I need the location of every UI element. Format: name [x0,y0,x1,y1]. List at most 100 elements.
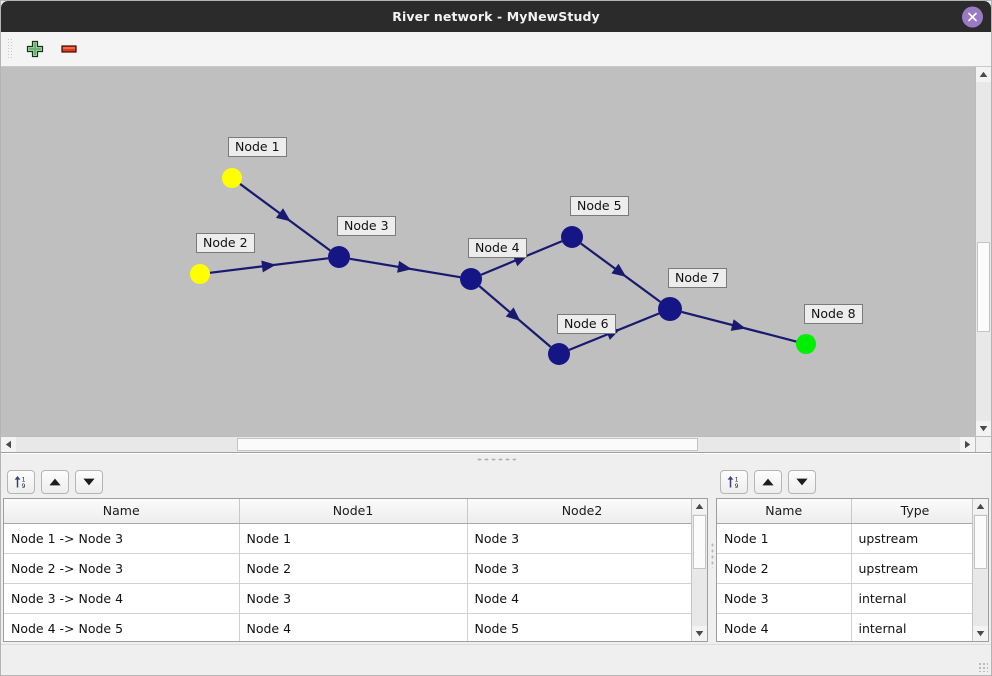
graph-node[interactable] [328,246,350,268]
scroll-up-button[interactable] [976,67,991,82]
node-label[interactable]: Node 3 [337,216,396,236]
table-cell[interactable]: internal [851,583,980,614]
nodes-sort-button[interactable]: 1 9 [720,469,748,494]
nodes-table-scrollbar[interactable] [972,499,988,641]
branches-scroll-down-button[interactable] [692,626,707,641]
nodes-scroll-up-button[interactable] [973,499,988,514]
node-label[interactable]: Node 2 [196,233,255,253]
nodes-move-up-button[interactable] [754,469,782,494]
nodes-scroll-thumb[interactable] [974,515,987,569]
column-header[interactable]: Node1 [239,499,468,524]
scroll-down-button[interactable] [976,421,991,436]
arrow-down-icon [83,478,95,485]
branches-scroll-up-button[interactable] [692,499,707,514]
edge-arrowhead-icon [730,319,746,331]
graph-node[interactable] [561,226,583,248]
table-cell[interactable]: Node 4 [467,583,698,614]
scroll-right-button[interactable] [960,437,975,452]
branches-table-scrollbar[interactable] [691,499,707,641]
network-canvas[interactable]: Node 1 Node 2 Node 3 Node 4 Node 5 Node 6 Node… [1,67,991,453]
scroll-left-button[interactable] [1,437,16,452]
vscrollbar-thumb[interactable] [977,242,990,332]
hscrollbar-thumb[interactable] [237,438,698,451]
graph-node[interactable] [222,168,242,188]
svg-text:1: 1 [22,476,26,483]
toolbar-grip[interactable] [7,38,13,60]
table-cell[interactable]: upstream [851,523,980,554]
svg-text:9: 9 [735,483,739,490]
table-cell[interactable]: Node 1 -> Node 3 [4,523,240,554]
svg-text:9: 9 [22,483,26,490]
table-cell[interactable]: Node 3 -> Node 4 [4,583,240,614]
table-cell[interactable]: Node 2 -> Node 3 [4,553,240,584]
table-cell[interactable]: internal [851,613,980,641]
table-cell[interactable]: Node 2 [717,553,852,584]
branches-move-down-button[interactable] [75,469,103,494]
vertical-splitter[interactable] [710,465,714,644]
nodes-layer [190,168,816,365]
table-cell[interactable]: Node 1 [239,523,468,554]
column-header[interactable]: Type [851,499,980,524]
column-header[interactable]: Node2 [467,499,698,524]
table-cell[interactable]: Node 3 [717,583,852,614]
nodes-move-down-button[interactable] [788,469,816,494]
node-label[interactable]: Node 7 [668,268,727,288]
graph-node[interactable] [460,268,482,290]
close-button[interactable] [962,6,983,27]
table-cell[interactable]: upstream [851,553,980,584]
canvas-horizontal-scrollbar[interactable] [1,436,975,452]
graph-node[interactable] [796,334,816,354]
node-label[interactable]: Node 1 [228,137,287,157]
branches-move-up-button[interactable] [41,469,69,494]
delete-node-button[interactable] [57,37,81,61]
graph-node[interactable] [658,297,682,321]
column-header[interactable]: Name [4,499,240,524]
table-cell[interactable]: Node 4 [239,613,468,641]
table-cell[interactable]: Node 4 -> Node 5 [4,613,240,641]
table-cell[interactable]: Node 1 [717,523,852,554]
table-cell[interactable]: Node 3 [467,523,698,554]
triangle-down-icon [979,426,988,432]
window-resize-grip[interactable] [978,662,988,672]
table-cell[interactable]: Node 3 [467,553,698,584]
sort-ascending-icon: 1 9 [727,475,739,490]
edge-arrowhead-icon [275,208,291,222]
node-label[interactable]: Node 8 [804,304,863,324]
nodes-scroll-down-button[interactable] [973,626,988,641]
nodes-toolbar: 1 9 [714,465,991,498]
node-label[interactable]: Node 6 [557,314,616,334]
canvas-vertical-scrollbar[interactable] [975,67,991,452]
table-cell[interactable]: Node 4 [717,613,852,641]
branches-scroll-thumb[interactable] [693,515,706,569]
edge-arrowhead-icon [611,263,627,277]
add-node-button[interactable] [23,37,47,61]
graph-node[interactable] [548,343,570,365]
triangle-up-icon [695,503,704,509]
table-cell[interactable]: Node 3 [239,583,468,614]
table-cell[interactable]: Node 5 [467,613,698,641]
column-header[interactable]: Name [717,499,852,524]
triangle-up-icon [979,71,988,77]
arrow-up-icon [762,478,774,485]
branches-sort-button[interactable]: 1 9 [7,469,35,494]
table-cell[interactable]: Node 2 [239,553,468,584]
horizontal-splitter[interactable] [1,453,991,465]
node-label[interactable]: Node 4 [468,238,527,258]
graph-node[interactable] [190,264,210,284]
node-label[interactable]: Node 5 [570,196,629,216]
